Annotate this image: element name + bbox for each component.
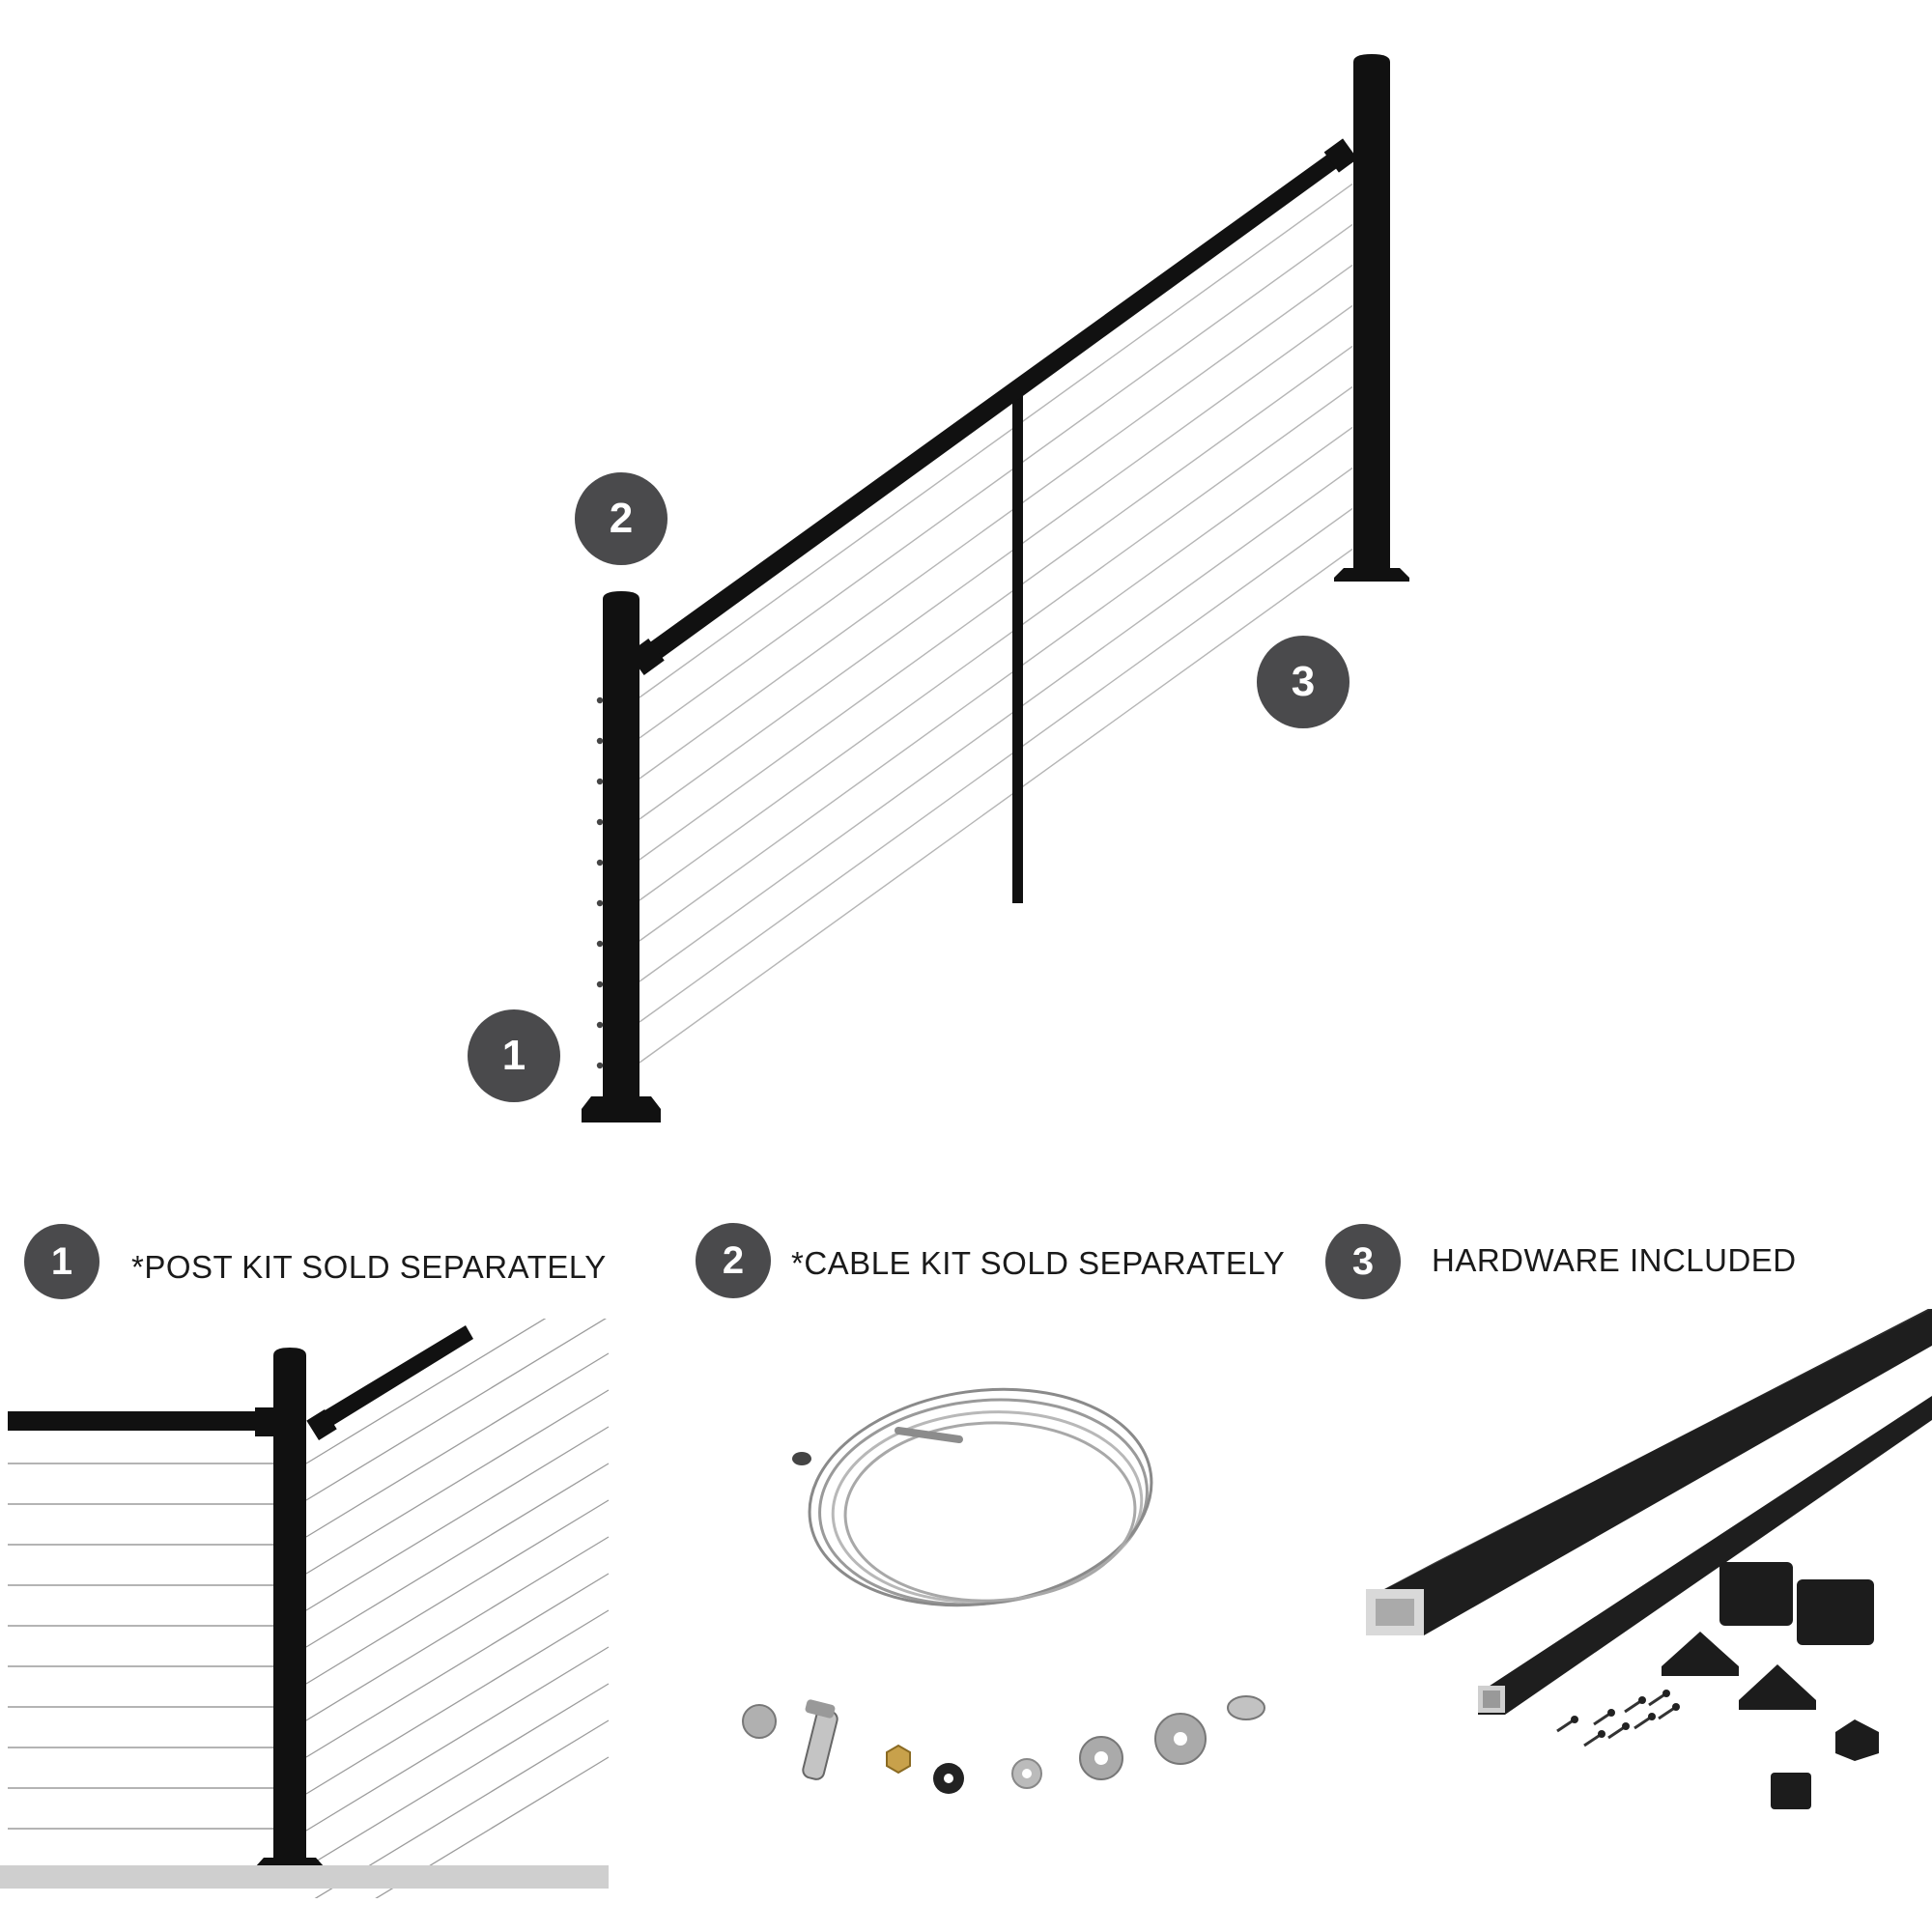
cable-line bbox=[639, 385, 1353, 901]
threaded-receiver bbox=[802, 1699, 838, 1780]
small-washer-hole bbox=[1022, 1769, 1032, 1778]
post-cap bbox=[1797, 1579, 1874, 1645]
cable-fitting bbox=[596, 696, 604, 704]
cable-line bbox=[305, 1426, 610, 1611]
cable-line bbox=[639, 467, 1353, 982]
stair-railing-illustration bbox=[582, 54, 1409, 1122]
level-cables bbox=[8, 1463, 273, 1870]
lower-post bbox=[582, 591, 661, 1122]
floor-surface bbox=[0, 1865, 609, 1889]
cable-fitting bbox=[596, 899, 604, 907]
screw-head bbox=[1638, 1696, 1646, 1704]
cable-line bbox=[305, 1646, 610, 1832]
rail-bracket bbox=[1662, 1632, 1739, 1676]
top-rail-profile bbox=[1366, 1309, 1932, 1635]
screw-head bbox=[1672, 1703, 1680, 1711]
callout-badge-hardware: 3 bbox=[1257, 636, 1350, 728]
screw-head bbox=[1607, 1709, 1615, 1717]
post-cap bbox=[1719, 1562, 1793, 1626]
acorn-nut bbox=[742, 1704, 777, 1739]
cable-line bbox=[305, 1463, 610, 1648]
legend-caption-cable: *CABLE KIT SOLD SEPARATELY bbox=[791, 1245, 1286, 1281]
cable-end-fitting bbox=[792, 1452, 811, 1465]
cable-fittings bbox=[596, 696, 604, 1069]
baluster bbox=[1012, 396, 1023, 903]
detail-post bbox=[273, 1348, 306, 1858]
post-kit-detail-image bbox=[0, 1319, 610, 1898]
cable-fitting bbox=[596, 980, 604, 988]
stair-cables bbox=[639, 183, 1353, 1064]
screw-head bbox=[1648, 1713, 1656, 1720]
cable-line bbox=[639, 183, 1353, 698]
cable-line bbox=[639, 345, 1353, 861]
legend-caption-post: *POST KIT SOLD SEPARATELY bbox=[131, 1249, 607, 1285]
cable-line bbox=[305, 1573, 610, 1758]
cable-line bbox=[305, 1683, 610, 1868]
large-washer-hole bbox=[1174, 1732, 1187, 1746]
cable-line bbox=[639, 264, 1353, 780]
hex-nut bbox=[886, 1744, 911, 1775]
cable-line bbox=[305, 1389, 610, 1575]
cable-line bbox=[305, 1536, 610, 1721]
cable-fitting bbox=[596, 818, 604, 826]
cable-line bbox=[305, 1352, 610, 1538]
cable-fitting bbox=[596, 859, 604, 867]
cable-line bbox=[305, 1499, 610, 1685]
cable-kit-image bbox=[742, 1387, 1265, 1794]
rubber-washer-hole bbox=[944, 1774, 953, 1783]
cable-fitting bbox=[596, 1062, 604, 1069]
sub-rail-profile bbox=[1478, 1396, 1932, 1715]
swage-stud bbox=[895, 1427, 963, 1443]
cable-fitting bbox=[596, 778, 604, 785]
cable-fitting bbox=[596, 737, 604, 745]
cable-line bbox=[639, 304, 1353, 820]
rail-end-bracket-upper bbox=[1323, 138, 1358, 173]
screw-head bbox=[1662, 1690, 1670, 1697]
level-top-rail bbox=[8, 1411, 269, 1431]
rail-connector bbox=[255, 1407, 276, 1436]
medium-washer-hole bbox=[1094, 1751, 1108, 1765]
cable-line bbox=[639, 548, 1353, 1064]
coiled-cable bbox=[808, 1387, 1153, 1607]
cable-line bbox=[305, 1609, 610, 1795]
stair-top-rail bbox=[317, 1325, 473, 1431]
legend-caption-hardware: HARDWARE INCLUDED bbox=[1432, 1242, 1797, 1278]
cable-line bbox=[639, 507, 1353, 1023]
cable-line bbox=[305, 1319, 607, 1501]
cable-fitting bbox=[596, 940, 604, 948]
callout-badge-post: 1 bbox=[468, 1009, 560, 1102]
legend-badge-hardware: 3 bbox=[1325, 1224, 1401, 1299]
dome-cap bbox=[1227, 1695, 1265, 1720]
rail-bracket bbox=[1739, 1664, 1816, 1710]
screws bbox=[1556, 1690, 1680, 1747]
cable-line bbox=[305, 1319, 547, 1464]
legend-badge-cable: 2 bbox=[696, 1223, 771, 1298]
hardware-kit-image bbox=[1366, 1309, 1932, 1809]
end-cap bbox=[1835, 1719, 1879, 1761]
screw-head bbox=[1622, 1722, 1630, 1730]
screw-head bbox=[1598, 1730, 1605, 1738]
cable-line bbox=[639, 426, 1353, 942]
upper-post bbox=[1334, 54, 1409, 582]
screw-head bbox=[1571, 1716, 1578, 1723]
cable-fitting bbox=[596, 1021, 604, 1029]
callout-badge-cable: 2 bbox=[575, 472, 668, 565]
legend-badge-post: 1 bbox=[24, 1224, 99, 1299]
end-cap bbox=[1771, 1773, 1811, 1809]
top-rail bbox=[640, 147, 1348, 667]
stair-rail-bracket bbox=[306, 1408, 337, 1441]
cable-line bbox=[375, 1756, 610, 1898]
cable-line bbox=[639, 223, 1353, 739]
